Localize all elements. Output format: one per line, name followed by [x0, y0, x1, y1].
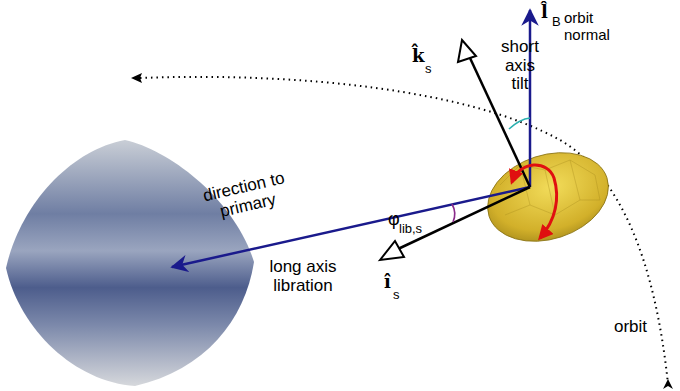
- vector-symbol: k̂: [412, 46, 424, 66]
- libration-arc: [452, 204, 455, 222]
- angle-subscript: lib,s: [399, 222, 422, 236]
- long-axis-head: [380, 241, 404, 260]
- angle-label: short axis tilt: [496, 38, 544, 94]
- angle-symbol: φ: [388, 210, 400, 230]
- short-axis-head: [458, 40, 476, 62]
- long-axis-arrow: [398, 187, 530, 249]
- vector-symbol: l̂: [541, 2, 548, 22]
- tilt-arc: [509, 118, 530, 129]
- orbit-arrowhead: [663, 379, 673, 389]
- orbit-normal-arrow: [529, 10, 532, 187]
- vector-caption: orbit normal: [564, 10, 626, 43]
- secondary-body: [476, 138, 620, 256]
- vector-subscript: B: [552, 15, 561, 29]
- axis-label: long axis libration: [258, 258, 348, 295]
- orbit-label: orbit: [614, 318, 647, 337]
- orbit-arrowhead: [131, 73, 142, 83]
- vector-symbol: î: [384, 272, 391, 292]
- facet-texture: [500, 160, 600, 215]
- rotation-arrow: [512, 165, 557, 238]
- primary-body: [6, 140, 254, 386]
- direction-label: direction to primary: [193, 167, 299, 226]
- vector-subscript: s: [393, 288, 400, 302]
- vector-subscript: s: [425, 62, 432, 76]
